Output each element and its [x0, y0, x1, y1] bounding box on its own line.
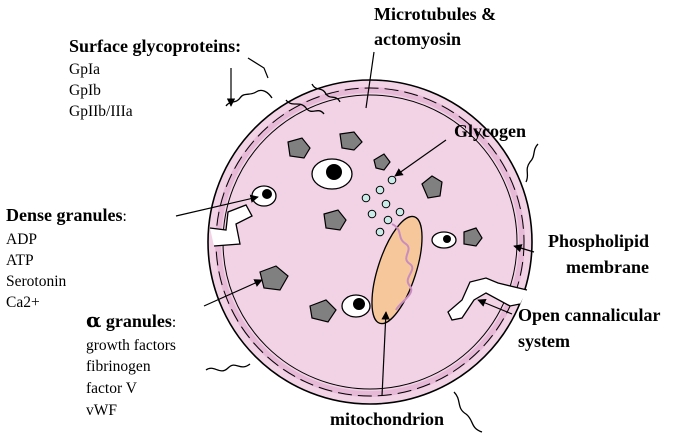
glycogen-particle — [396, 208, 404, 216]
alpha-granules-title: granules — [101, 311, 172, 331]
surface-item-gpiib-iiia: GpIIb/IIIa — [69, 104, 133, 120]
surface-item-gpib: GpIb — [69, 83, 101, 99]
arrow-surface-glycoproteins-2 — [248, 58, 268, 78]
dense-item-adp: ADP — [6, 232, 37, 248]
surface-glycoproteins-title: Surface glycoproteins: — [69, 37, 241, 55]
dense-item-atp: ATP — [6, 253, 34, 269]
glycoprotein-squiggle-right — [526, 144, 538, 182]
phospholipid-label-line2: membrane — [566, 258, 649, 276]
dense-granule — [252, 186, 276, 206]
dense-item-serotonin: Serotonin — [6, 274, 66, 290]
dense-granules-title: Dense granules — [6, 205, 123, 225]
glycoprotein-squiggle-bottom — [454, 392, 482, 432]
alpha-granules-colon: : — [172, 314, 176, 331]
alpha-symbol: α — [86, 308, 101, 332]
glycogen-particle — [382, 200, 390, 208]
alpha-item-growth-factors: growth factors — [86, 338, 176, 354]
glycoprotein-squiggle-1 — [226, 90, 272, 106]
microtubules-label-line2: actomyosin — [374, 30, 461, 48]
open-canalicular-label-line2: system — [518, 332, 570, 350]
alpha-item-factor-v: factor V — [86, 381, 137, 397]
glycogen-particle — [384, 216, 392, 224]
glycogen-label: Glycogen — [454, 122, 526, 140]
dense-item-ca2plus: Ca2+ — [6, 295, 40, 311]
glycogen-particle — [376, 228, 384, 236]
glycogen-particle — [362, 194, 370, 202]
glycogen-particle — [368, 210, 376, 218]
alpha-item-vwf: vWF — [86, 403, 117, 419]
glycogen-particle — [376, 186, 384, 194]
glycoprotein-squiggle-bottom-left — [206, 364, 250, 371]
phospholipid-label-line1: Phospholipid — [548, 232, 649, 250]
dense-granule — [432, 232, 456, 248]
dense-granule — [342, 295, 370, 317]
glycogen-particle — [388, 176, 396, 184]
alpha-granules-heading: α granules: — [86, 310, 176, 331]
open-canalicular-label-line1: Open cannalicular — [518, 306, 661, 324]
mitochondrion-label: mitochondrion — [330, 410, 444, 428]
dense-granules-colon: : — [123, 208, 127, 225]
surface-item-gpia: GpIa — [69, 62, 100, 78]
microtubules-label-line1: Microtubules & — [374, 5, 496, 23]
dense-granules-heading: Dense granules: — [6, 206, 127, 225]
dense-granule — [312, 159, 352, 189]
alpha-item-fibrinogen: fibrinogen — [86, 359, 151, 375]
